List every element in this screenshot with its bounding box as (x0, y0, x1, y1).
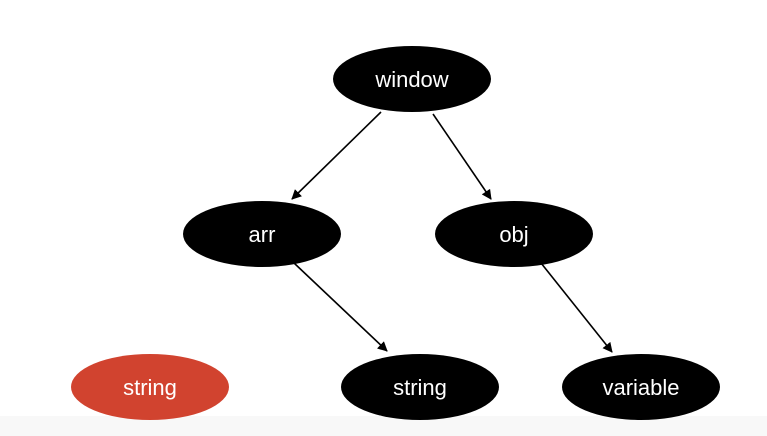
bottom-strip (0, 416, 767, 436)
node-string-child-shape (341, 354, 499, 420)
node-arr-label: arr (249, 222, 276, 247)
node-variable-shape (562, 354, 720, 420)
node-obj: obj (435, 201, 593, 267)
node-variable-label: variable (602, 375, 679, 400)
node-string-orphan-shape (71, 354, 229, 420)
edge-window-arr (291, 111, 382, 200)
node-window-label: window (374, 67, 448, 92)
edge-obj-variable (540, 262, 613, 353)
edge-window-obj (432, 113, 492, 200)
node-variable: variable (562, 354, 720, 420)
node-arr-shape (183, 201, 341, 267)
node-string-child-label: string (393, 375, 447, 400)
node-string-orphan-label: string (123, 375, 177, 400)
node-string-child: string (341, 354, 499, 420)
edge-arr-string (293, 262, 388, 352)
node-string-orphan: string (71, 354, 229, 420)
node-window: window (333, 46, 491, 112)
node-window-shape (333, 46, 491, 112)
node-arr: arr (183, 201, 341, 267)
node-obj-label: obj (499, 222, 528, 247)
node-obj-shape (435, 201, 593, 267)
